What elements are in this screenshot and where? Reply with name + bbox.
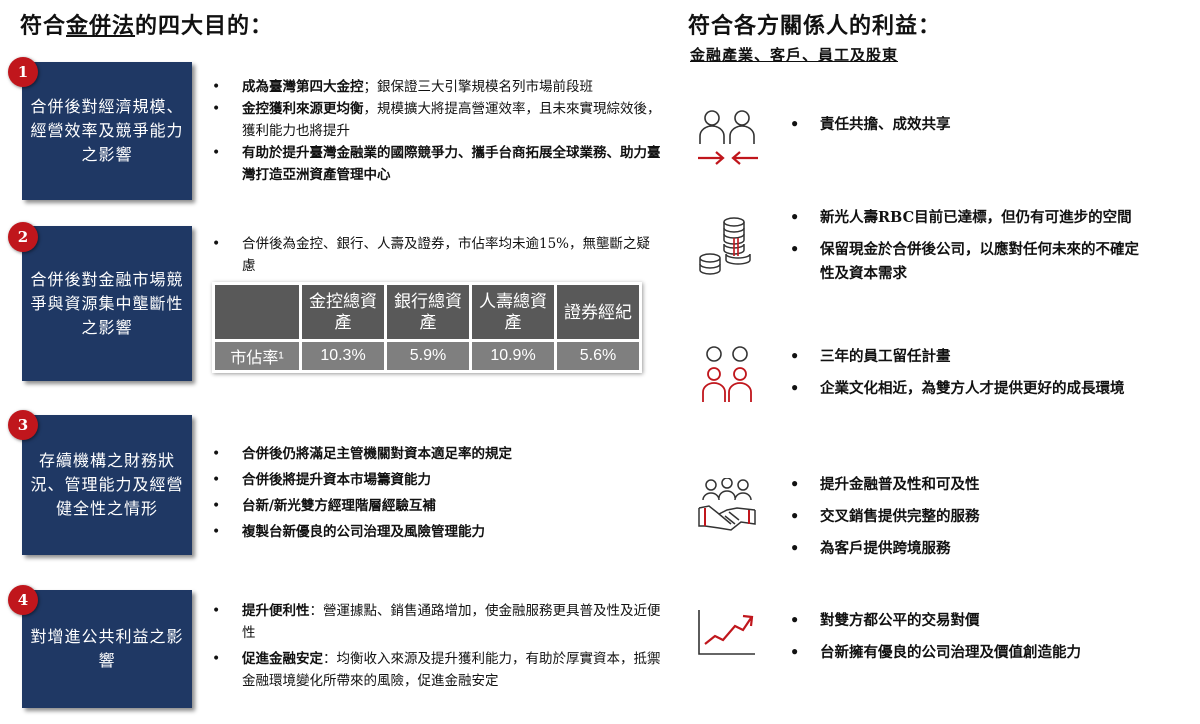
list-item: 成為臺灣第四大金控；銀保證三大引擎規模名列市場前段班	[212, 76, 662, 98]
list-item: 提升金融普及性和可及性	[790, 473, 1150, 497]
table-header-cell: 銀行總資產	[387, 285, 469, 339]
table-header-cell: 人壽總資產	[472, 285, 554, 339]
table-cell: 5.9%	[387, 342, 469, 370]
section-2-box: 合併後對金融市場競爭與資源集中壟斷性之影響	[22, 226, 192, 381]
market-share-table-wrap: 金控總資產 銀行總資產 人壽總資產 證券經紀 市佔率¹ 10.3% 5.9% 1…	[212, 282, 642, 373]
list-item: 對雙方都公平的交易對價	[790, 609, 1150, 633]
stakeholder-3-points: 三年的員工留任計畫 企業文化相近，為雙方人才提供更好的成長環境	[790, 345, 1150, 409]
table-cell: 10.9%	[472, 342, 554, 370]
people-exchange-icon	[698, 110, 758, 165]
section-4-number: 4	[8, 585, 38, 615]
section-1-box: 合併後對經濟規模、經營效率及競爭能力之影響	[22, 62, 192, 200]
table-cell: 5.6%	[557, 342, 639, 370]
list-item: 三年的員工留任計畫	[790, 345, 1150, 369]
left-heading: 符合金併法的四大目的：	[20, 13, 274, 39]
employees-icon	[702, 346, 752, 402]
list-item: 金控獲利來源更均衡，規模擴大將提高營運效率，且未來實現綜效後，獲利能力也將提升	[212, 98, 662, 142]
section-4-box: 對增進公共利益之影響	[22, 590, 192, 708]
list-item: 台新/新光雙方經理階層經驗互補	[212, 493, 662, 519]
section-3-bullets: 合併後仍將滿足主管機關對資本適足率的規定 合併後將提升資本市場籌資能力 台新/新…	[212, 441, 662, 545]
table-header-cell: 金控總資產	[302, 285, 384, 339]
list-item: 交叉銷售提供完整的服務	[790, 505, 1150, 529]
list-item: 合併後為金控、銀行、人壽及證券，市佔率均未逾15%，無壟斷之疑慮	[212, 233, 662, 277]
right-heading: 符合各方關係人的利益：	[688, 13, 942, 39]
list-item: 促進金融安定：均衡收入來源及提升獲利能力，有助於厚實資本，抵禦金融環境變化所帶來…	[212, 648, 662, 692]
section-1-number: 1	[8, 57, 38, 87]
list-item: 合併後將提升資本市場籌資能力	[212, 467, 662, 493]
list-item: 責任共擔、成效共享	[790, 113, 1150, 137]
section-3-number: 3	[8, 410, 38, 440]
list-item: 保留現金於合併後公司，以應對任何未來的不確定性及資本需求	[790, 238, 1150, 286]
section-2-number: 2	[8, 222, 38, 252]
table-header-cell: 證券經紀	[557, 285, 639, 339]
stakeholder-1-points: 責任共擔、成效共享	[790, 113, 1150, 145]
section-1-bullets: 成為臺灣第四大金控；銀保證三大引擎規模名列市場前段班 金控獲利來源更均衡，規模擴…	[212, 76, 662, 186]
market-share-table: 金控總資產 銀行總資產 人壽總資產 證券經紀 市佔率¹ 10.3% 5.9% 1…	[212, 282, 642, 373]
stakeholder-2-points: 新光人壽RBC目前已達標，但仍有可進步的空間 保留現金於合併後公司，以應對任何未…	[790, 206, 1150, 294]
rising-chart-icon	[698, 610, 755, 655]
section-3-box: 存續機構之財務狀況、管理能力及經營健全性之情形	[22, 415, 192, 555]
list-item: 新光人壽RBC目前已達標，但仍有可進步的空間	[790, 206, 1150, 230]
list-item: 合併後仍將滿足主管機關對資本適足率的規定	[212, 441, 662, 467]
list-item: 企業文化相近，為雙方人才提供更好的成長環境	[790, 377, 1150, 401]
list-item: 複製台新優良的公司治理及風險管理能力	[212, 519, 662, 545]
table-row-label: 市佔率¹	[215, 342, 299, 370]
list-item: 提升便利性：營運據點、銷售通路增加，使金融服務更具普及性及近便性	[212, 600, 662, 644]
stakeholder-4-points: 提升金融普及性和可及性 交叉銷售提供完整的服務 為客戶提供跨境服務	[790, 473, 1150, 569]
coin-stack-icon	[699, 217, 751, 275]
list-item: 台新擁有優良的公司治理及價值創造能力	[790, 641, 1150, 665]
section-2-bullets: 合併後為金控、銀行、人壽及證券，市佔率均未逾15%，無壟斷之疑慮	[212, 233, 662, 277]
section-4-bullets: 提升便利性：營運據點、銷售通路增加，使金融服務更具普及性及近便性 促進金融安定：…	[212, 600, 662, 692]
table-header-cell	[215, 285, 299, 339]
table-cell: 10.3%	[302, 342, 384, 370]
stakeholder-5-points: 對雙方都公平的交易對價 台新擁有優良的公司治理及價值創造能力	[790, 609, 1150, 673]
list-item: 有助於提升臺灣金融業的國際競爭力、攜手台商拓展全球業務、助力臺灣打造亞洲資產管理…	[212, 142, 662, 186]
right-subheading: 金融產業、客戶、員工及股東	[690, 46, 899, 64]
handshake-customers-icon	[698, 478, 756, 531]
list-item: 為客戶提供跨境服務	[790, 537, 1150, 561]
